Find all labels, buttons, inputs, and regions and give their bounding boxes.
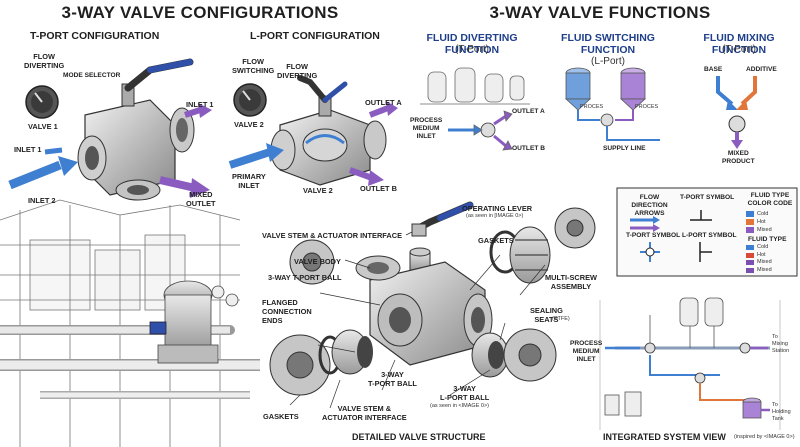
- switching-title: FLUID SWITCHING FUNCTION: [561, 32, 655, 56]
- diverting-inlet-label: PROCESS MEDIUM INLET: [410, 117, 443, 140]
- gaskets-bottom-label: GASKETS: [263, 412, 299, 421]
- system-inlet-label: PROCESS MEDIUM INLET: [570, 340, 603, 363]
- legend-code-item: Cold: [746, 244, 772, 252]
- operating-lever-label: OPERATING LEVER: [462, 204, 533, 213]
- tport-ball-bottom-label: 3-WAY T-PORT BALL: [368, 370, 417, 388]
- mixing-base-label: BASE: [704, 66, 723, 73]
- switching-proces-right: PROCES: [635, 104, 659, 110]
- lport-flow-switching-label: FLOW SWITCHING: [232, 57, 275, 75]
- diverting-outlet-a-label: OUTLET A: [512, 108, 545, 115]
- system-caption-sub: (inspired by <IMAGE 0>): [734, 434, 795, 440]
- diverting-diagram: [420, 67, 530, 151]
- switching-diagram: [564, 67, 660, 141]
- tport-heading: T-PORT CONFIGURATION: [30, 30, 160, 42]
- gaskets-top-label: GASKETS: [478, 236, 514, 245]
- switching-proces-left: PROCES: [580, 104, 604, 110]
- color-swatch: [746, 245, 754, 251]
- flanged-ends-label: FLANGED CONNECTION ENDS: [262, 298, 312, 325]
- plant-sketch: [0, 199, 260, 447]
- legend-tport-symbol-bottom: T-PORT SYMBOL: [626, 232, 681, 239]
- legend-code-item: Mixed: [746, 267, 772, 275]
- lport-flow-diverting-label: FLOW DIVERTING: [277, 62, 318, 80]
- lport-outlet-b-label: OUTLET B: [360, 184, 397, 193]
- mixing-sub: (T-Port): [722, 44, 756, 55]
- left-title: 3-WAY VALVE CONFIGURATIONS: [61, 3, 339, 22]
- legend-codes-bottom: Cold Hot Mixed Mixed: [746, 244, 772, 274]
- lport-ball-sub: (as seen in <IMAGE 0>): [430, 403, 489, 409]
- sealing-seats-sub: (PTFE): [552, 316, 570, 322]
- legend-tport-symbol-top: T-PORT SYMBOL: [680, 194, 735, 201]
- stem-interface-top-label: VALVE STEM & ACTUATOR INTERFACE: [262, 231, 403, 240]
- mixing-product-label: MIXED PRODUCT: [722, 150, 755, 165]
- lport-valve-left-label: VALVE 2: [234, 120, 264, 129]
- color-swatch: [746, 260, 754, 266]
- tport-inlet1-left-label: INLET 1: [14, 145, 42, 154]
- color-swatch: [746, 267, 754, 273]
- lport-outlet-a-label: OUTLET A: [365, 98, 402, 107]
- mixing-title: FLUID MIXING FUNCTION: [703, 32, 775, 56]
- tport-ball-left-label: 3-WAY T-PORT BALL: [268, 273, 342, 282]
- mixing-diagram: [716, 76, 757, 149]
- system-caption: INTEGRATED SYSTEM VIEW: [603, 432, 726, 442]
- legend-code-item: Mixed: [746, 226, 772, 234]
- legend-lport-symbol: L-PORT SYMBOL: [682, 232, 737, 239]
- lport-heading: L-PORT CONFIGURATION: [250, 30, 380, 42]
- sealing-seats-label: SEALING SEATS: [530, 306, 563, 324]
- legend-code-item: Mixed: [746, 259, 772, 267]
- operating-lever-sub: (as seen in [IMAGE 0>): [466, 213, 524, 219]
- legend-symbols: [630, 210, 712, 262]
- legend-code-item: Hot: [746, 252, 772, 260]
- lport-valve-bottom-label: VALVE 2: [303, 186, 333, 195]
- color-swatch: [746, 219, 754, 225]
- exploded-valve: [269, 201, 596, 396]
- diverting-outlet-b-label: OUTLET B: [512, 145, 545, 152]
- legend-codes-top: Cold Hot Mixed: [746, 210, 772, 234]
- lport-valve-illustration: [228, 75, 398, 186]
- tport-inlet1-top-label: INLET 1: [186, 100, 214, 109]
- legend-code-item: Hot: [746, 218, 772, 226]
- mode-selector-label: MODE SELECTOR: [63, 72, 121, 79]
- right-title: 3-WAY VALVE FUNCTIONS: [489, 3, 711, 22]
- tport-inlet2-label: INLET 2: [28, 196, 56, 205]
- tport-valve-illustration: [8, 58, 212, 201]
- switching-supply-label: SUPPLY LINE: [603, 145, 646, 152]
- system-to-mixing-label: To Mixing Station: [772, 334, 790, 354]
- color-swatch: [746, 252, 754, 258]
- legend-fluid-type-color-code: FLUID TYPE COLOR CODE: [747, 192, 793, 207]
- color-swatch: [746, 211, 754, 217]
- detailed-structure-caption: DETAILED VALVE STRUCTURE: [352, 432, 486, 442]
- mixing-additive-label: ADDITIVE: [746, 66, 777, 73]
- lport-primary-inlet-label: PRIMARY INLET: [232, 172, 266, 190]
- tport-valve-label: VALVE 1: [28, 122, 58, 131]
- integrated-system: [599, 297, 781, 430]
- multi-screw-label: MULTI-SCREW ASSEMBLY: [545, 273, 597, 291]
- legend-code-item: Cold: [746, 210, 772, 218]
- legend-flow-direction: FLOW DIRECTION ARROWS: [631, 194, 668, 217]
- tport-flow-diverting-label: FLOW DIVERTING: [24, 52, 65, 70]
- stem-interface-bottom-label: VALVE STEM & ACTUATOR INTERFACE: [322, 404, 407, 422]
- valve-body-label: VALVE BODY: [294, 257, 341, 266]
- diverting-title: FLUID DIVERTING FUNCTION: [426, 32, 518, 56]
- legend-box: [616, 187, 798, 277]
- tport-mixed-outlet-label: MIXED OUTLET: [186, 190, 216, 208]
- leader-lines: [289, 231, 546, 409]
- diverting-sub: (T-Port): [455, 44, 489, 55]
- switching-sub: (L-Port): [591, 56, 625, 67]
- system-to-holding-label: To Holding Tank: [772, 402, 791, 422]
- color-swatch: [746, 227, 754, 233]
- legend-fluid-type: FLUID TYPE: [748, 236, 787, 243]
- lport-ball-label: 3-WAY L-PORT BALL: [440, 384, 490, 402]
